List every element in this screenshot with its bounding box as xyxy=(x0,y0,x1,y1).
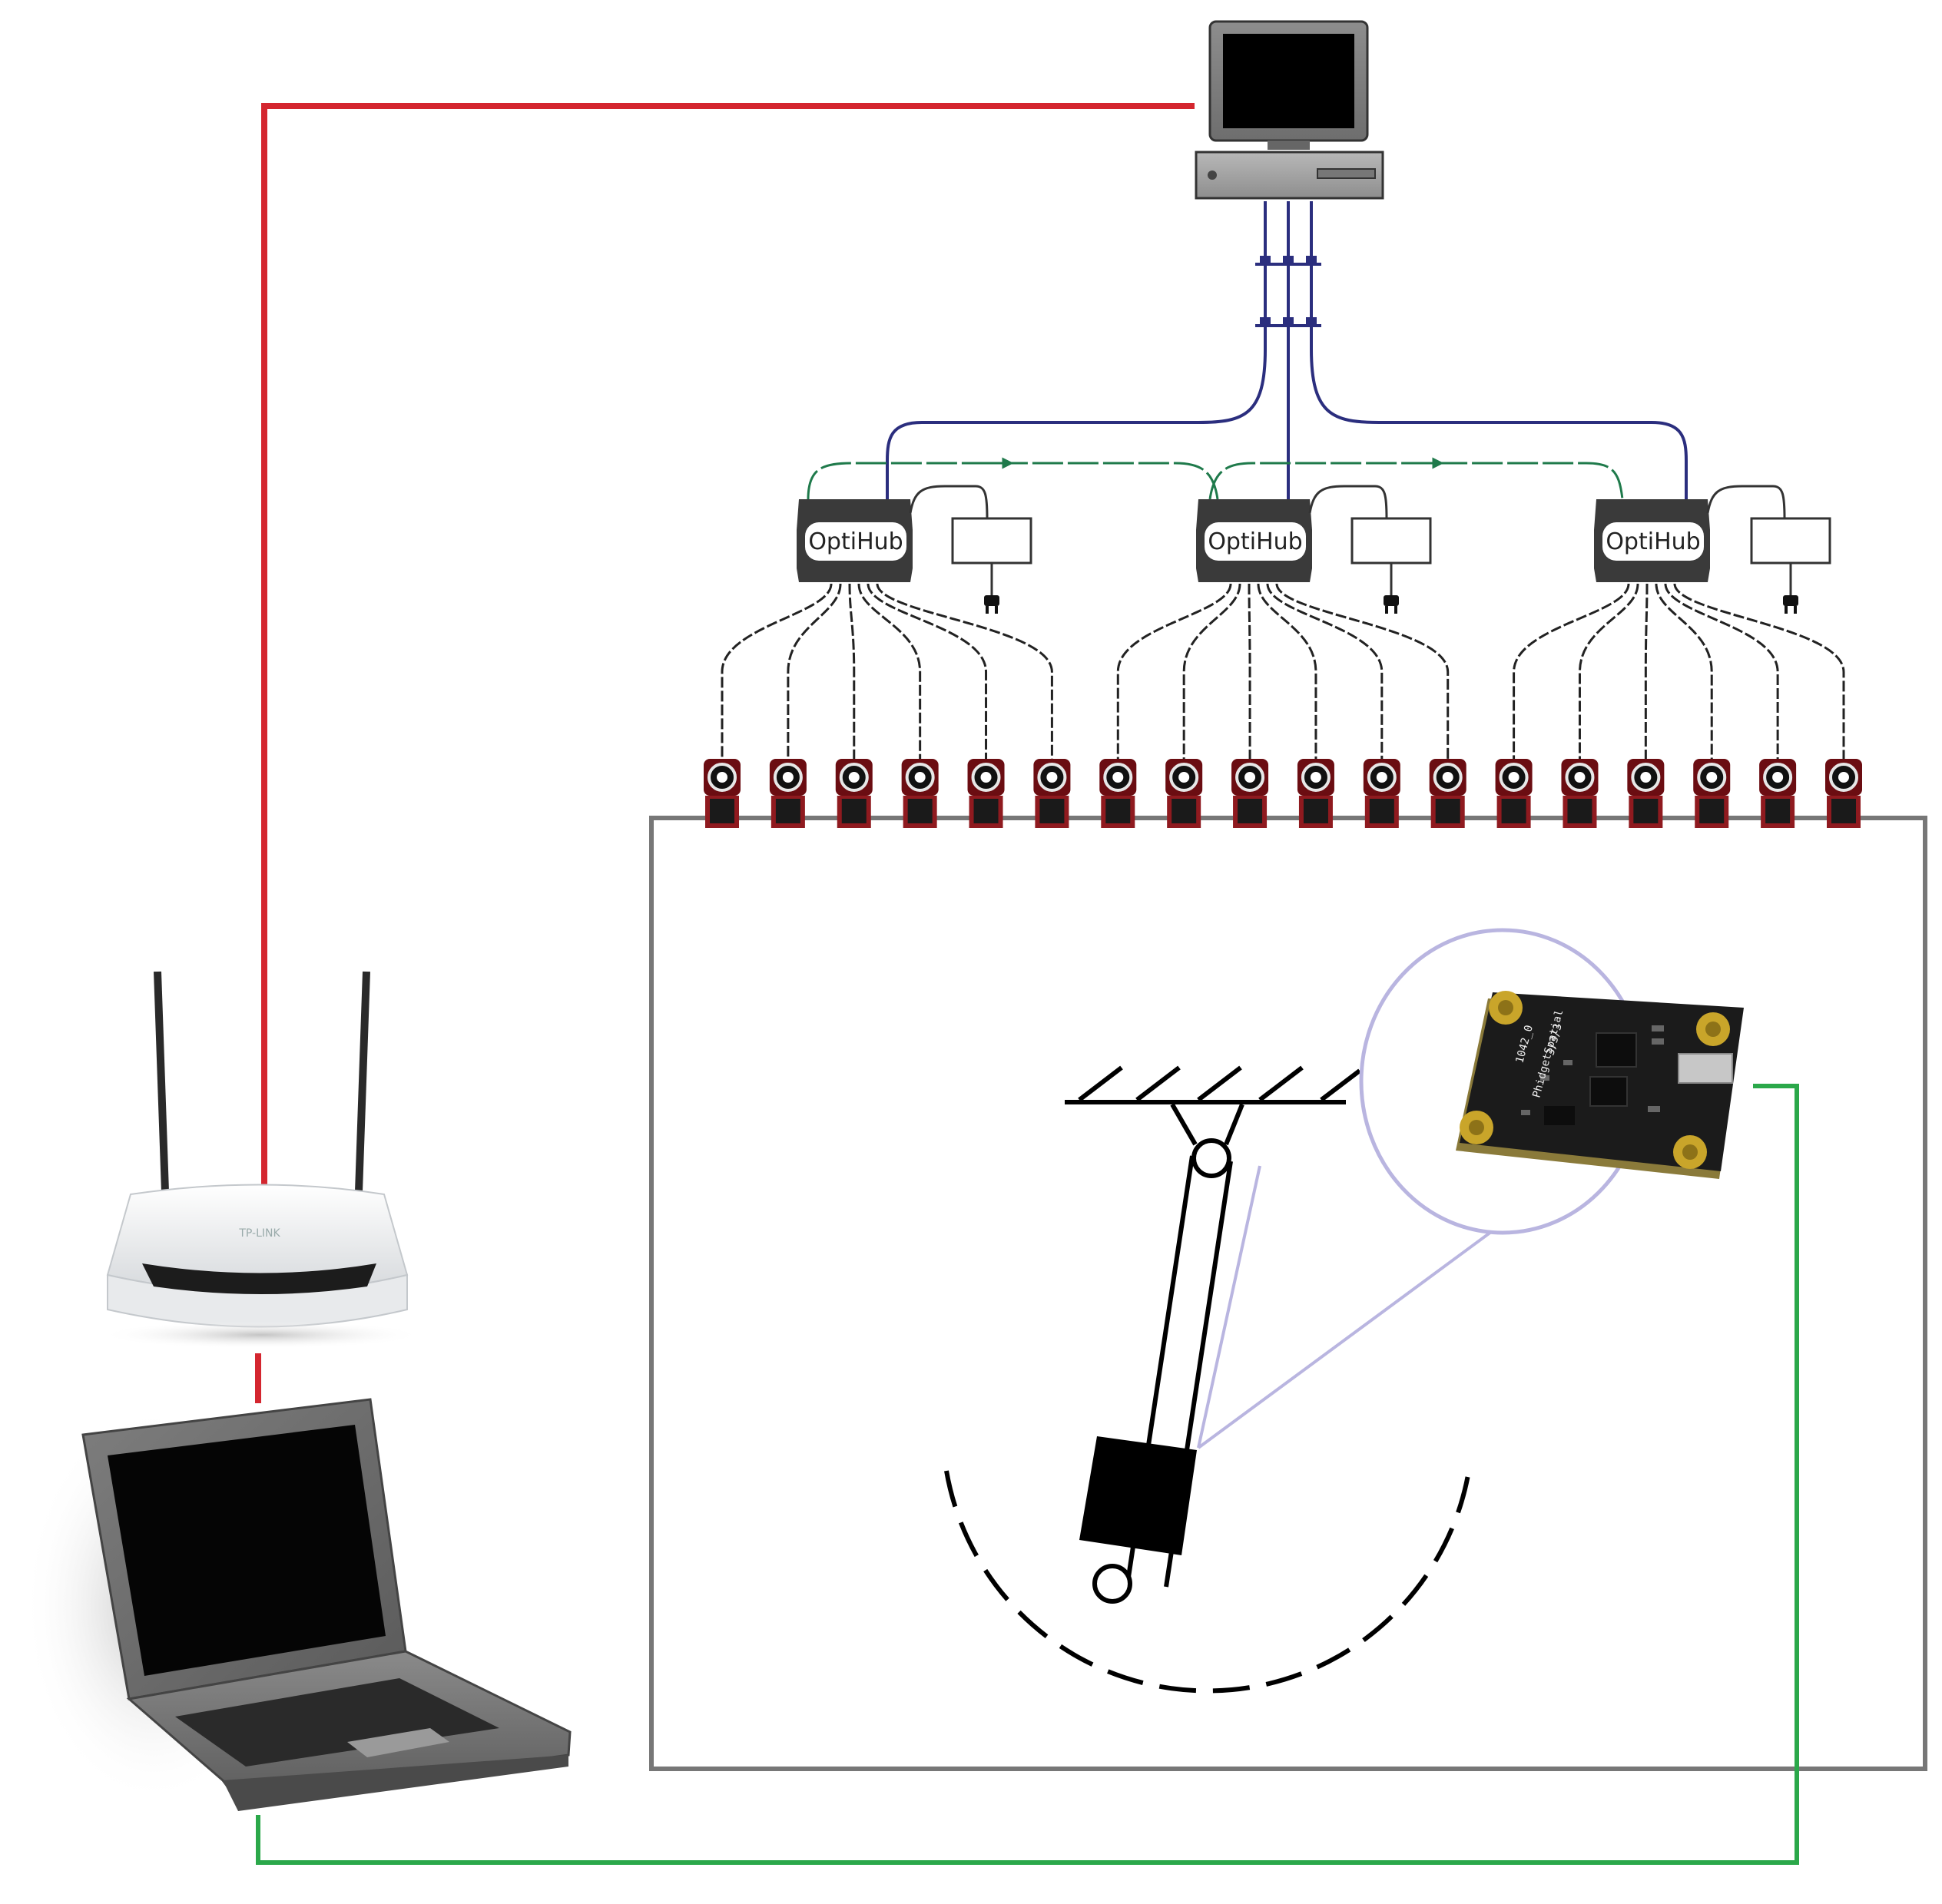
laptop-icon xyxy=(23,1398,572,1811)
camera-cable xyxy=(1116,583,1232,774)
imu-sensor-board-icon: 1042_0 PhidgetSpatial 3/3/3 xyxy=(1456,991,1744,1179)
mocap-camera-icon xyxy=(1363,759,1400,828)
camera-cable xyxy=(1664,583,1779,774)
ground-hatch xyxy=(1078,1065,1361,1102)
mocap-camera-icon xyxy=(1099,759,1137,828)
router-brand: TP-LINK xyxy=(238,1227,280,1240)
mocap-camera-icon xyxy=(1495,759,1533,828)
hub-sync-links xyxy=(807,457,1624,500)
camera-cable xyxy=(1513,583,1630,774)
mocap-camera-icon xyxy=(1627,759,1665,828)
mocap-camera-icon xyxy=(1759,759,1797,828)
capture-volume-frame xyxy=(649,816,1927,1771)
camera-cables xyxy=(721,583,1845,774)
hub-usb-cables xyxy=(886,201,1688,503)
optihub-3: OptiHub xyxy=(1594,499,1710,582)
pendulum xyxy=(944,1065,1471,1694)
hub-label: OptiHub xyxy=(1606,528,1700,555)
hub-label: OptiHub xyxy=(808,528,903,555)
hub-label: OptiHub xyxy=(1208,528,1302,555)
camera-cable xyxy=(1266,583,1384,774)
camera-cable xyxy=(848,583,856,774)
camera-cable xyxy=(857,583,922,774)
mocap-camera-icon xyxy=(769,759,807,828)
camera-cable xyxy=(721,583,833,774)
mocap-camera-icon xyxy=(1561,759,1599,828)
power-supplies xyxy=(909,485,1831,595)
camera-cable xyxy=(867,583,988,774)
camera-cable xyxy=(1248,583,1251,774)
mocap-camera-icon xyxy=(704,759,741,828)
desktop-computer-icon xyxy=(1195,20,1384,200)
mocap-camera-icon xyxy=(901,759,939,828)
camera-cable xyxy=(1644,583,1649,774)
wifi-router-icon: TP-LINK xyxy=(100,971,423,1349)
mocap-camera-icon xyxy=(1693,759,1731,828)
camera-cable xyxy=(1182,583,1241,774)
camera-cable xyxy=(1655,583,1713,774)
camera-row xyxy=(704,759,1862,828)
usb-sensor-link xyxy=(256,1084,1799,1865)
mocap-camera-icon xyxy=(967,759,1005,828)
optihub-1: OptiHub xyxy=(797,499,913,582)
mocap-camera-icon xyxy=(1825,759,1862,828)
mocap-camera-icon xyxy=(1297,759,1334,828)
power-plug-icon xyxy=(984,595,1798,614)
optihub-2: OptiHub xyxy=(1196,499,1312,582)
cable-connectors xyxy=(1255,256,1321,327)
mocap-camera-icon xyxy=(1429,759,1466,828)
camera-cable xyxy=(787,583,842,774)
camera-cable xyxy=(1257,583,1317,774)
camera-cable xyxy=(1275,583,1450,774)
camera-cable xyxy=(1673,583,1845,774)
camera-cable xyxy=(876,583,1053,774)
camera-cable xyxy=(1578,583,1639,774)
ethernet-link xyxy=(255,103,1195,1403)
mocap-camera-icon xyxy=(1231,759,1269,828)
mocap-camera-icon xyxy=(1165,759,1203,828)
mocap-camera-icon xyxy=(1033,759,1071,828)
mocap-camera-icon xyxy=(835,759,873,828)
